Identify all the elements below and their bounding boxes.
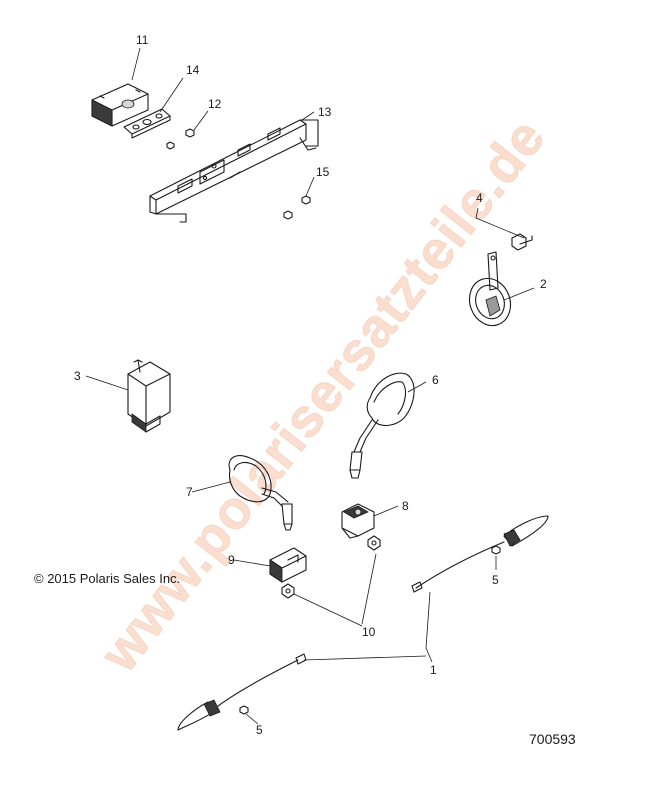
copyright-notice: © 2015 Polaris Sales Inc. bbox=[34, 571, 181, 586]
part-15-nut bbox=[283, 195, 311, 220]
callout-10: 10 bbox=[362, 625, 376, 639]
callout-12: 12 bbox=[208, 97, 222, 111]
callout-3: 3 bbox=[74, 369, 81, 383]
callout-9: 9 bbox=[228, 553, 235, 567]
callout-14: 14 bbox=[186, 63, 200, 77]
callout-7: 7 bbox=[186, 485, 193, 499]
drawing-number: 700593 bbox=[529, 731, 576, 747]
callout-4: 4 bbox=[476, 191, 483, 205]
part-8-switch bbox=[341, 503, 375, 539]
part-10-nut bbox=[281, 535, 381, 599]
part-12-nut bbox=[166, 128, 195, 150]
callout-1: 1 bbox=[430, 663, 437, 677]
callout-15: 15 bbox=[316, 165, 330, 179]
part-1-turn-signal-upper bbox=[411, 515, 549, 593]
part-5-screw bbox=[239, 545, 501, 715]
part-2-horn bbox=[468, 251, 512, 327]
part-11-block bbox=[91, 83, 149, 127]
callout-5a: 5 bbox=[492, 573, 499, 587]
leader-lines bbox=[85, 47, 535, 725]
part-6-mirror bbox=[349, 372, 415, 479]
callout-11: 11 bbox=[136, 33, 149, 47]
part-3-relay bbox=[127, 359, 171, 433]
callout-8: 8 bbox=[402, 499, 409, 513]
part-4-bolt bbox=[511, 233, 533, 251]
part-14-plate bbox=[123, 108, 171, 139]
part-13-bracket bbox=[149, 119, 319, 223]
part-9-switch bbox=[269, 547, 307, 583]
callout-2: 2 bbox=[540, 277, 547, 291]
part-1-turn-signal-lower bbox=[177, 653, 307, 731]
part-7-mirror bbox=[228, 455, 293, 531]
callout-13: 13 bbox=[318, 105, 332, 119]
callout-6: 6 bbox=[432, 373, 439, 387]
callout-5b: 5 bbox=[256, 723, 263, 737]
